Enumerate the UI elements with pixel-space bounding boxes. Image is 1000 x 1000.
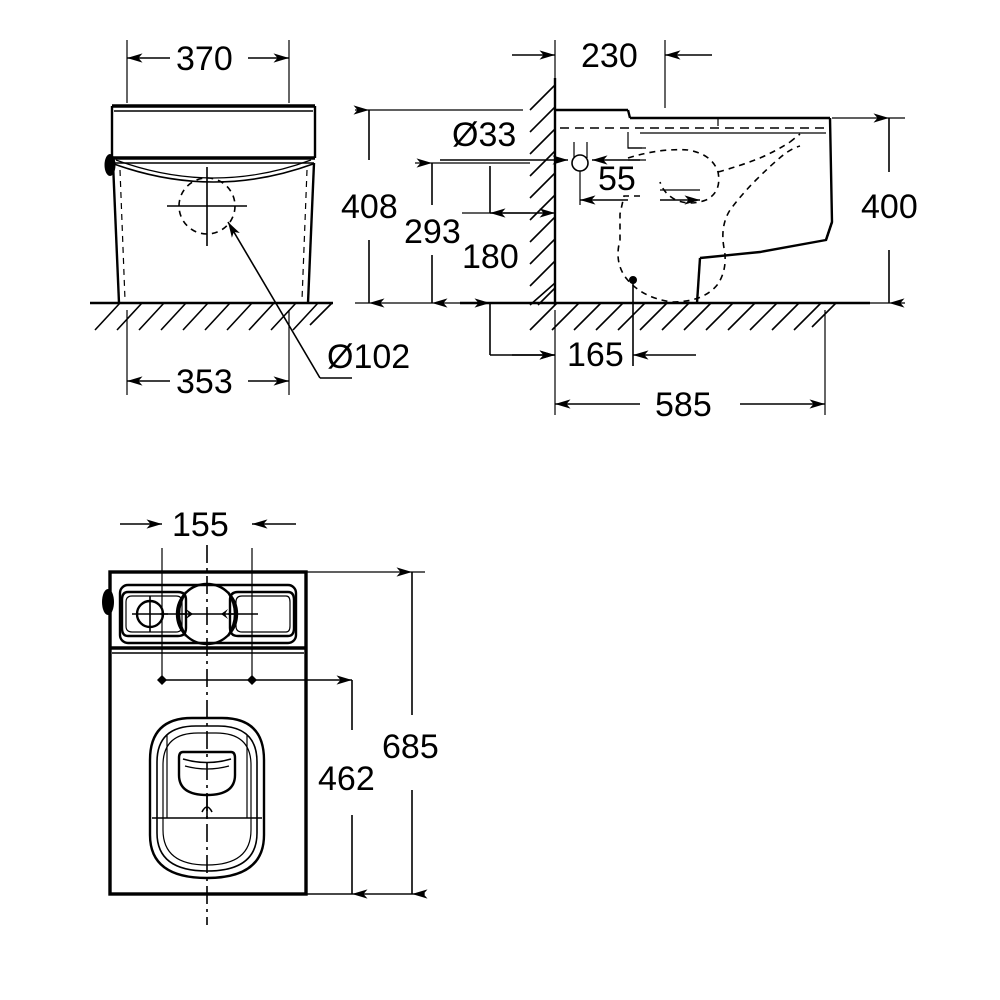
fixing-bolts-plan xyxy=(160,609,258,619)
dim-685-group xyxy=(306,567,428,899)
dim-label-d462: 462 xyxy=(318,760,375,798)
floor-hatching-front xyxy=(90,301,333,331)
dim-353-group xyxy=(126,310,290,395)
dim-230-group xyxy=(512,40,712,108)
internal-trap-outline xyxy=(617,133,801,303)
dim-label-d370: 370 xyxy=(176,40,233,78)
dim-label-d33: Ø33 xyxy=(452,116,516,154)
outlet-diameter-leader xyxy=(227,221,352,379)
dim-label-d165: 165 xyxy=(567,336,624,374)
dim-label-d230: 230 xyxy=(581,37,638,75)
plan-view: 155 462 685 xyxy=(102,506,439,925)
dim-label-d408: 408 xyxy=(341,188,398,226)
flush-lever-plan xyxy=(102,589,114,615)
dim-370-group xyxy=(126,40,290,103)
dim-label-d180: 180 xyxy=(462,238,519,276)
front-elevation-view: Ø102 370 353 xyxy=(90,40,410,401)
dim-label-d293: 293 xyxy=(404,213,461,251)
side-section-view: 230 Ø33 55 408 293 xyxy=(341,37,918,424)
dim-label-d353: 353 xyxy=(176,363,233,401)
inlet-hole-33 xyxy=(571,142,589,205)
floor-hatching-side xyxy=(460,301,870,331)
dim-400-group xyxy=(832,113,905,308)
dim-293-group xyxy=(415,158,530,308)
bowl-outline-plan xyxy=(148,716,266,880)
wc-side-outline xyxy=(555,108,834,304)
wc-front-outline xyxy=(104,104,317,304)
dim-label-d400: 400 xyxy=(861,188,918,226)
dim-label-d55: 55 xyxy=(598,160,636,198)
dim-label-d155: 155 xyxy=(172,506,229,544)
dim-label-d102: Ø102 xyxy=(327,338,410,376)
dim-label-d585: 585 xyxy=(655,386,712,424)
fixing-hole-marks-plan xyxy=(157,675,352,685)
outlet-centre-mark-side xyxy=(629,276,637,366)
dim-585-group xyxy=(554,310,826,415)
dim-155-group xyxy=(120,519,296,684)
dim-55-group xyxy=(580,189,700,205)
dim-label-d685: 685 xyxy=(382,728,439,766)
outlet-centre-mark-front xyxy=(167,167,247,246)
wc-plan-outline xyxy=(108,570,308,896)
dim-33-group xyxy=(440,147,646,165)
wall-hatching xyxy=(529,78,557,306)
